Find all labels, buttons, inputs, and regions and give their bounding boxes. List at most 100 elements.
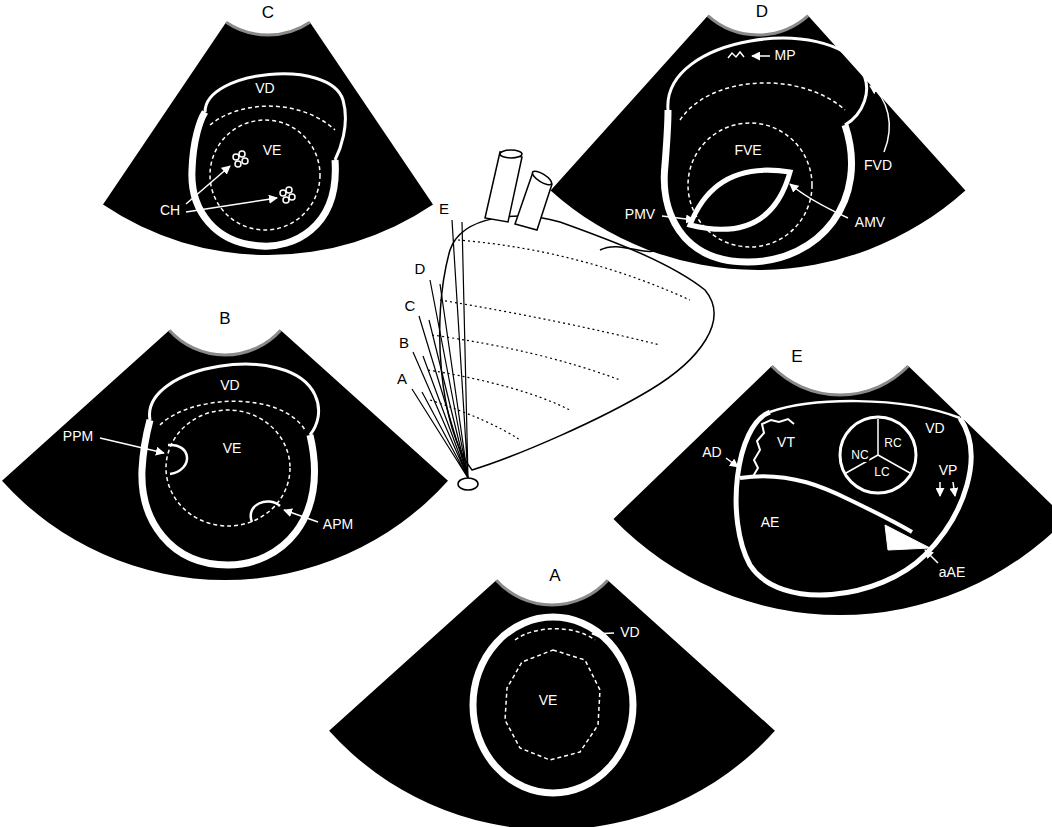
view-b-structures-part (168, 445, 187, 474)
view-a-structures-part (505, 650, 600, 760)
view-c-structures-part (210, 106, 335, 130)
cusp-label: LC (873, 465, 890, 479)
heart-drawing-part (531, 169, 554, 187)
heart-drawing-part (458, 478, 478, 490)
heart-drawing-part (500, 150, 522, 158)
view-letter: D (756, 2, 768, 19)
view-b-structures-part (166, 410, 290, 526)
plane-letter: A (397, 371, 407, 386)
echo-sector-part (103, 22, 433, 255)
scan-plane-part-part (432, 335, 620, 380)
scan-plane-part-part (440, 300, 660, 345)
view-c-structures-part-part (235, 161, 241, 167)
view-d-structures-part (752, 55, 770, 57)
transducer-face (169, 16, 908, 605)
structure-label: VE (537, 692, 560, 708)
structure-label: MP (773, 47, 798, 63)
structure-label: FVD (862, 157, 894, 173)
structure-label: PMV (623, 206, 657, 222)
view-letter: E (791, 348, 802, 365)
structure-label: VD (618, 624, 641, 640)
view-c-structures-part-part (283, 197, 289, 203)
view-c-structures-part-part (286, 187, 292, 193)
view-c-structures (186, 74, 345, 246)
view-d-structures (662, 38, 889, 262)
view-d-structures-part (688, 123, 812, 247)
view-letter: C (262, 4, 274, 21)
view-a-structures-part (515, 629, 595, 640)
transducer-face-part (169, 330, 280, 355)
view-d-structures-part (668, 38, 867, 125)
view-e-structures-part (840, 417, 916, 493)
scan-plane-part (428, 240, 690, 440)
structure-label: VD (218, 377, 241, 393)
structure-label: VE (261, 142, 284, 158)
view-a-structures-part (473, 617, 633, 793)
structure-label: AMV (853, 214, 887, 230)
scan-plane-part (413, 352, 468, 478)
structure-label: AD (700, 444, 723, 460)
structure-label: APM (321, 516, 355, 532)
view-c-structures-part-part (242, 158, 248, 164)
view-b-structures-part (251, 501, 280, 522)
view-letter: A (549, 567, 560, 584)
view-b-structures-part (284, 510, 318, 522)
echo-sector-part (614, 366, 1052, 615)
view-c-structures-part-part (233, 154, 239, 160)
transducer-face-part (226, 22, 310, 35)
view-b-structures-part (150, 364, 319, 435)
scan-plane (412, 220, 690, 478)
view-c-structures-part (186, 166, 230, 204)
view-e-structures-part (740, 476, 912, 532)
heart-drawing (440, 150, 714, 490)
structure-label: VD (923, 420, 946, 436)
view-e-structures-part (726, 458, 738, 467)
view-d-structures-part (728, 52, 744, 58)
view-e-structures-part (736, 412, 971, 595)
view-e-structures-part (885, 525, 930, 550)
view-c-structures-part (233, 151, 295, 203)
view-a-structures-part (592, 633, 614, 634)
view-c-structures-part (186, 198, 277, 212)
view-e-structures-part (953, 482, 955, 496)
structure-label: VP (937, 462, 960, 478)
structure-label: AE (759, 514, 782, 530)
heart-drawing-part (600, 247, 660, 252)
view-e-structures-part (939, 482, 941, 496)
plane-letter: C (405, 298, 416, 313)
plane-letter: D (415, 261, 426, 276)
transducer-face-part (496, 580, 607, 605)
structure-label: VT (775, 434, 797, 450)
view-c-structures-part (205, 74, 345, 160)
echo-sector-part (329, 580, 775, 827)
plane-letter: E (439, 201, 449, 216)
view-b-structures (100, 364, 319, 565)
cusp-label: RC (883, 436, 902, 450)
view-d-structures-part (790, 184, 848, 218)
echo-sector-part (2, 330, 448, 580)
view-letter: B (219, 310, 230, 327)
view-e-structures-part (770, 401, 960, 418)
view-c-structures-part-part (239, 151, 245, 157)
cusp-label: NC (850, 448, 869, 462)
scan-plane-part (419, 316, 468, 478)
view-d-structures-part (680, 83, 845, 120)
view-c-structures-part (210, 120, 320, 230)
view-c-structures-part-part (280, 190, 286, 196)
heart-drawing-part (440, 216, 714, 470)
plane-letter: B (399, 335, 409, 350)
view-b-structures-part (160, 401, 305, 430)
scan-plane-part (412, 389, 468, 478)
view-e-structures (726, 401, 971, 595)
structure-label: aAE (937, 564, 967, 580)
transducer-face-part (772, 366, 909, 395)
view-c-structures-part-part (289, 194, 295, 200)
structure-label: CH (158, 202, 182, 218)
structure-label: PPM (61, 428, 95, 444)
view-e-structures-part (925, 550, 938, 563)
scan-plane-part-part (458, 240, 690, 300)
view-d-structures-part (690, 170, 790, 229)
